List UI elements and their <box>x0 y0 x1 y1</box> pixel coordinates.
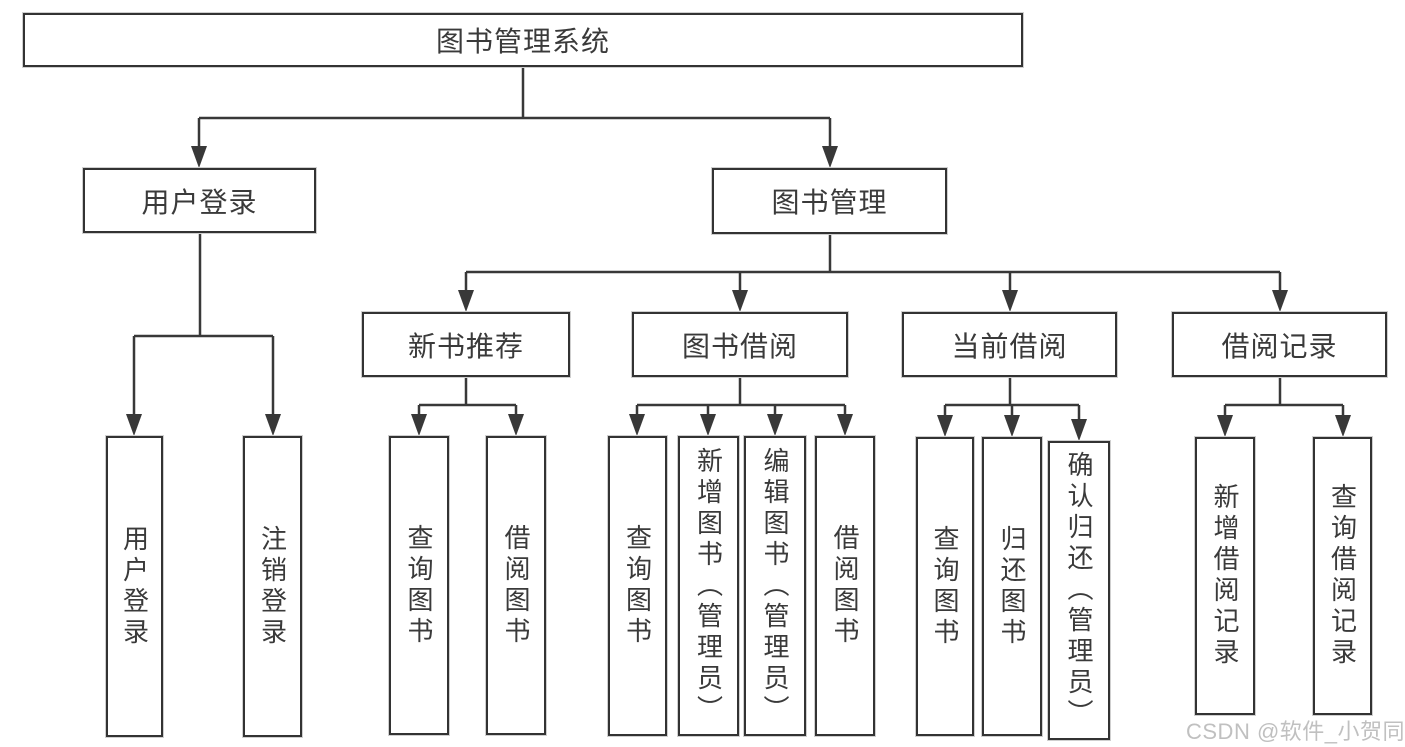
node-label: 用户登录 <box>141 186 258 218</box>
connector-line <box>132 67 1345 435</box>
node-label: 借阅记录 <box>1221 330 1338 362</box>
arrowhead-icon <box>411 414 427 436</box>
arrowhead-icon <box>837 414 853 436</box>
node-label: 新增图书（管理员） <box>693 446 724 726</box>
node-label: 新书推荐 <box>407 330 524 362</box>
arrowhead-icon <box>191 146 207 168</box>
leaf-add-book-admin: 新增图书（管理员） <box>678 436 739 736</box>
node-label: 图书借阅 <box>681 330 798 362</box>
node-label: 借阅图书 <box>501 523 531 648</box>
leaf-return-book: 归还图书 <box>982 437 1042 736</box>
arrowhead-icon <box>1272 290 1288 312</box>
leaf-confirm-return-admin: 确认归还（管理员） <box>1048 441 1110 740</box>
node-label: 图书管理系统 <box>435 26 610 57</box>
node-book-borrowing: 图书借阅 <box>632 312 848 377</box>
node-borrowing-records: 借阅记录 <box>1172 312 1387 377</box>
arrowhead-icon <box>767 414 783 436</box>
arrowhead-icon <box>732 290 748 312</box>
leaf-borrow-books-borrowing: 借阅图书 <box>815 436 875 736</box>
arrowhead-icon <box>458 290 474 312</box>
node-current-borrowing: 当前借阅 <box>902 312 1117 377</box>
node-label: 当前借阅 <box>951 330 1068 362</box>
arrowhead-icon <box>265 414 281 436</box>
leaf-edit-book-admin: 编辑图书（管理员） <box>744 436 806 736</box>
leaf-logout: 注销登录 <box>243 436 302 737</box>
node-label: 新增借阅记录 <box>1210 483 1240 669</box>
arrowhead-icon <box>1004 415 1020 437</box>
node-root-system: 图书管理系统 <box>23 13 1023 67</box>
csdn-watermark: CSDN @软件_小贺同学 <box>1186 719 1405 744</box>
node-user-login: 用户登录 <box>83 168 316 233</box>
node-label: 借阅图书 <box>830 524 860 648</box>
arrowhead-icon <box>629 414 645 436</box>
arrowhead-icon <box>1217 415 1233 437</box>
node-new-book-recommend: 新书推荐 <box>362 312 570 377</box>
leaf-borrow-books-recommend: 借阅图书 <box>486 436 546 735</box>
leaf-query-books-borrowing: 查询图书 <box>608 436 667 736</box>
node-label: 确认归还（管理员） <box>1064 451 1094 730</box>
node-label: 编辑图书（管理员） <box>760 446 790 726</box>
arrowhead-icon <box>1071 419 1087 441</box>
node-label: 查询图书 <box>404 523 434 648</box>
node-label: 查询图书 <box>622 524 653 648</box>
node-label: 图书管理 <box>771 187 888 218</box>
arrowhead-icon <box>700 414 716 436</box>
node-label: 查询借阅记录 <box>1327 483 1358 669</box>
arrowhead-icon <box>1002 290 1018 312</box>
arrowhead-icon <box>1335 415 1351 437</box>
arrowhead-icon <box>937 415 953 437</box>
node-book-management: 图书管理 <box>712 168 947 234</box>
leaf-add-borrow-record: 新增借阅记录 <box>1195 437 1255 715</box>
node-label: 用户登录 <box>119 524 150 649</box>
node-label: 查询图书 <box>930 524 960 649</box>
node-label: 归还图书 <box>997 524 1027 649</box>
arrowhead-icon <box>508 414 524 436</box>
leaf-query-borrow-record: 查询借阅记录 <box>1313 437 1372 715</box>
leaf-query-books-current: 查询图书 <box>916 437 974 736</box>
node-label: 注销登录 <box>257 524 288 649</box>
leaf-user-login: 用户登录 <box>106 436 163 737</box>
leaf-query-books-recommend: 查询图书 <box>389 436 449 735</box>
arrowhead-icon <box>126 414 142 436</box>
arrowhead-icon <box>822 146 838 168</box>
